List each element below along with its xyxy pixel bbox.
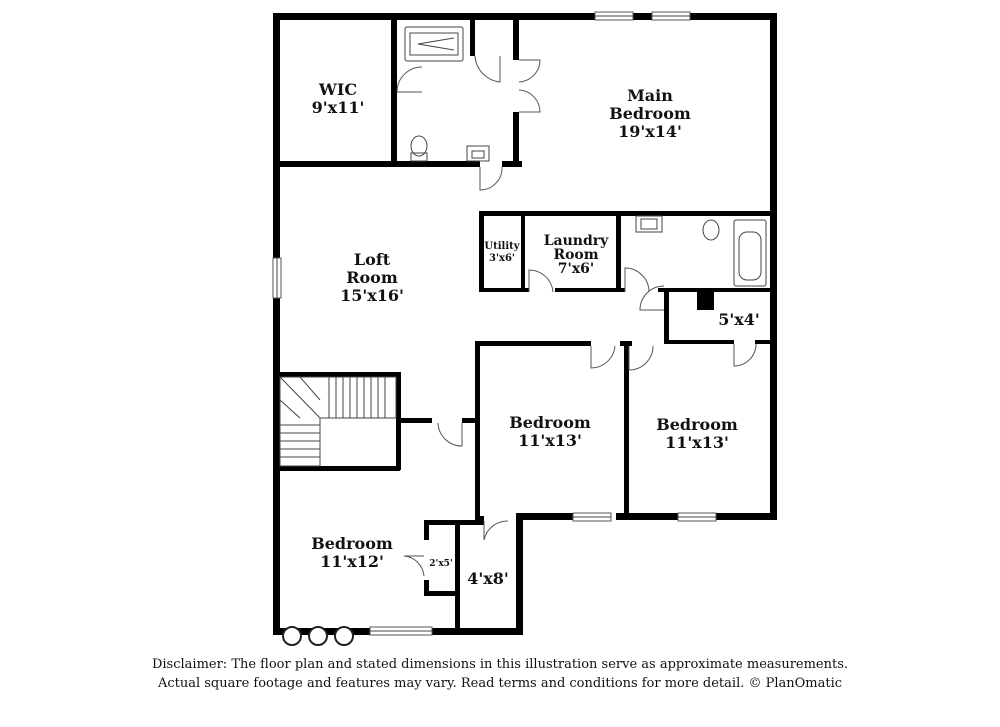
bedroom-center-size: 11'x13'	[518, 431, 582, 450]
closet-2x5-size: 2'x5'	[429, 559, 452, 569]
laundry-size: 7'x6'	[558, 261, 594, 277]
disclaimer-line-2: Actual square footage and features may v…	[157, 676, 843, 691]
main-bedroom-name-1: Main	[627, 86, 673, 105]
laundry-name-2: Room	[553, 247, 598, 263]
doors	[396, 55, 757, 577]
room-labels: WIC 9'x11' Main Bedroom 19'x14' Loft Roo…	[311, 80, 760, 588]
disclaimer-line-1: Disclaimer: The floor plan and stated di…	[151, 657, 849, 672]
toilet-icon	[410, 135, 428, 157]
sink-icon	[466, 145, 490, 162]
bath-sink-icon	[635, 215, 663, 233]
wic-size: 9'x11'	[312, 98, 365, 117]
closet-4x8-size: 4'x8'	[467, 569, 509, 588]
bedroom-lower-left-name: Bedroom	[311, 534, 393, 553]
loft-name-2: Room	[346, 268, 398, 287]
main-bedroom-name-2: Bedroom	[609, 104, 691, 123]
utility-name: Utility	[484, 241, 520, 252]
windows	[272, 11, 717, 646]
bedroom-lower-left-size: 11'x12'	[320, 552, 384, 571]
fixtures	[404, 26, 767, 287]
wic-name: WIC	[318, 80, 357, 99]
bedroom-right-name: Bedroom	[656, 415, 738, 434]
closet-5x4-size: 5'x4'	[718, 310, 760, 329]
stairs	[279, 376, 397, 467]
utility-size: 3'x6'	[489, 253, 515, 264]
main-bedroom-size: 19'x14'	[618, 122, 682, 141]
loft-size: 15'x16'	[340, 286, 404, 305]
bedroom-right-size: 11'x13'	[665, 433, 729, 452]
interior-walls	[280, 20, 770, 635]
bathtub-icon	[404, 26, 464, 62]
loft-name-1: Loft	[354, 250, 391, 269]
disclaimer: Disclaimer: The floor plan and stated di…	[0, 655, 1000, 693]
bath-toilet-icon	[702, 219, 720, 241]
laundry-name-1: Laundry	[544, 233, 609, 249]
bath-tub-icon	[733, 219, 767, 287]
bedroom-center-name: Bedroom	[509, 413, 591, 432]
